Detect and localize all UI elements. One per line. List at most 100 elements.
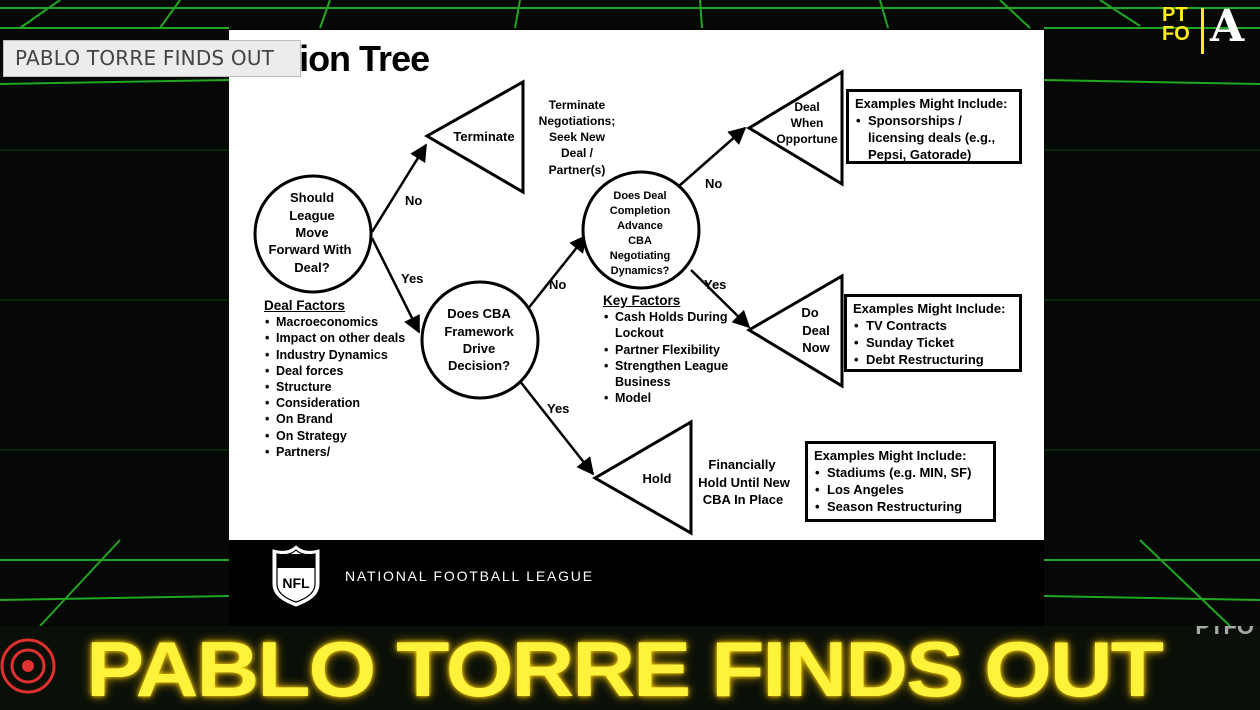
terminate-note: Terminate Negotiations; Seek New Deal / … [539, 98, 616, 177]
node-label-line: CBA [628, 235, 652, 247]
list-item: Structure [264, 379, 414, 395]
note-line: CBA In Place [703, 492, 783, 507]
banner-title: PABLO TORRE FINDS OUT [86, 626, 1164, 710]
edge-q2-hold [518, 379, 595, 476]
outcome-deal-when-triangle [746, 69, 844, 187]
list-item: Impact on other deals [264, 330, 414, 346]
note-line: Seek New [549, 130, 606, 144]
examples-heading: Examples Might Include: [853, 301, 1006, 316]
examples-box-hold: Examples Might Include: Stadiums (e.g. M… [805, 441, 996, 522]
note-line: Deal / [561, 146, 594, 160]
outcome-hold-triangle [592, 419, 693, 536]
list-item: Los Angeles [814, 481, 987, 498]
node-label-line: Now [802, 340, 830, 355]
node-label-line: Do [801, 305, 818, 320]
node-q2-label: Does CBA Framework Drive Decision? [444, 306, 514, 373]
edge-q3-dealwhen [678, 126, 747, 187]
list-item: Strengthen League Business [603, 358, 743, 390]
nfl-shield-text: NFL [282, 575, 310, 591]
slide-footer: NFL NATIONAL FOOTBALL LEAGUE [229, 540, 1044, 626]
list-item: Cash Holds During Lockout [603, 309, 743, 341]
node-label-line: Dynamics? [611, 265, 670, 277]
node-label-line: Forward With [269, 242, 352, 257]
node-label-line: Opportune [776, 132, 838, 146]
decision-tree-slide: ecision Tree Should League Mo [229, 30, 1044, 540]
node-q3-label: Does Deal Completion Advance CBA Negotia… [610, 190, 671, 277]
node-label-line: Negotiating [610, 250, 671, 262]
node-label-line: Should [290, 190, 334, 205]
examples-heading: Examples Might Include: [814, 448, 967, 463]
edge-q2-q3 [518, 234, 588, 321]
list-item: Consideration [264, 395, 414, 411]
show-title-banner: PABLO TORRE FINDS OUT PTFO [0, 626, 1260, 710]
node-q1-label: Should League Move Forward With Deal? [269, 190, 352, 275]
hold-label: Hold [643, 471, 672, 486]
list-item: Industry Dynamics [264, 347, 414, 363]
outcome-do-deal-now-triangle [746, 273, 844, 389]
key-factors-list: Key Factors Cash Holds During Lockout Pa… [603, 293, 743, 407]
edge-q1-terminate [370, 143, 428, 233]
logo-divider [1201, 8, 1204, 54]
node-label-line: Does Deal [613, 190, 666, 202]
list-item: Sponsorships / licensing deals (e.g., Pe… [855, 112, 1013, 163]
deal-factors-heading: Deal Factors [264, 298, 346, 313]
node-label-line: Completion [610, 205, 671, 217]
list-item: Macroeconomics [264, 314, 414, 330]
list-item: On Strategy [264, 428, 414, 444]
note-line: Hold Until New [698, 475, 791, 490]
node-label-line: Framework [444, 324, 514, 339]
note-line: Terminate [549, 98, 606, 112]
node-label-line: Decision? [448, 358, 510, 373]
nfl-shield-logo: NFL [272, 545, 320, 607]
list-item: Model [603, 390, 743, 406]
node-label-line: Deal? [294, 260, 329, 275]
deal-factors-list: Deal Factors Macroeconomics Impact on ot… [264, 298, 414, 460]
banner-corner-mark: PTFO [1195, 626, 1254, 639]
radar-graphic-icon [0, 638, 56, 694]
video-title-label: PABLO TORRE FINDS OUT [3, 40, 301, 77]
athletic-a-logo: A [1210, 1, 1245, 52]
list-item: Season Restructuring [814, 498, 987, 515]
examples-box-deal-when: Examples Might Include: Sponsorships / l… [846, 89, 1022, 164]
decision-node-deal-completion [581, 170, 701, 290]
edge-label-yes: Yes [401, 271, 423, 286]
list-item: Sunday Ticket [853, 334, 1013, 351]
edge-label-no: No [405, 193, 422, 208]
edge-label-no: No [705, 176, 722, 191]
list-item: Partner Flexibility [603, 342, 743, 358]
node-label-line: Drive [463, 341, 496, 356]
list-item: Partners/ [264, 444, 414, 460]
node-label-line: Move [295, 225, 328, 240]
note-line: Financially [708, 457, 776, 472]
nfl-organization-name: NATIONAL FOOTBALL LEAGUE [345, 568, 594, 584]
node-label-line: Does CBA [447, 306, 511, 321]
examples-heading: Examples Might Include: [855, 96, 1008, 111]
decision-tree-diagram: Should League Move Forward With Deal? Do… [253, 69, 844, 536]
note-line: Partner(s) [549, 163, 606, 177]
list-item: TV Contracts [853, 317, 1013, 334]
list-item: On Brand [264, 411, 414, 427]
edge-label-yes: Yes [547, 401, 569, 416]
edge-label-no: No [549, 277, 566, 292]
node-label-line: Deal [802, 323, 829, 338]
list-item: Stadiums (e.g. MIN, SF) [814, 464, 987, 481]
hold-note: Financially Hold Until New CBA In Place [698, 457, 791, 507]
node-label-line: Deal [794, 100, 819, 114]
decision-node-cba-framework [420, 280, 540, 400]
terminate-label: Terminate [453, 129, 514, 144]
note-line: Negotiations; [539, 114, 616, 128]
deal-when-label: Deal When Opportune [776, 100, 838, 146]
edge-label-yes: Yes [704, 277, 726, 292]
key-factors-heading: Key Factors [603, 293, 681, 308]
examples-box-do-deal-now: Examples Might Include: TV Contracts Sun… [844, 294, 1022, 372]
list-item: Deal forces [264, 363, 414, 379]
do-deal-now-label: Do Deal Now [801, 305, 830, 355]
list-item: Debt Restructuring [853, 351, 1013, 368]
decision-node-move-forward [253, 174, 373, 294]
node-label-line: League [289, 208, 335, 223]
outcome-terminate-triangle [423, 79, 525, 195]
node-label-line: When [791, 116, 824, 130]
node-label-line: Advance [617, 220, 663, 232]
